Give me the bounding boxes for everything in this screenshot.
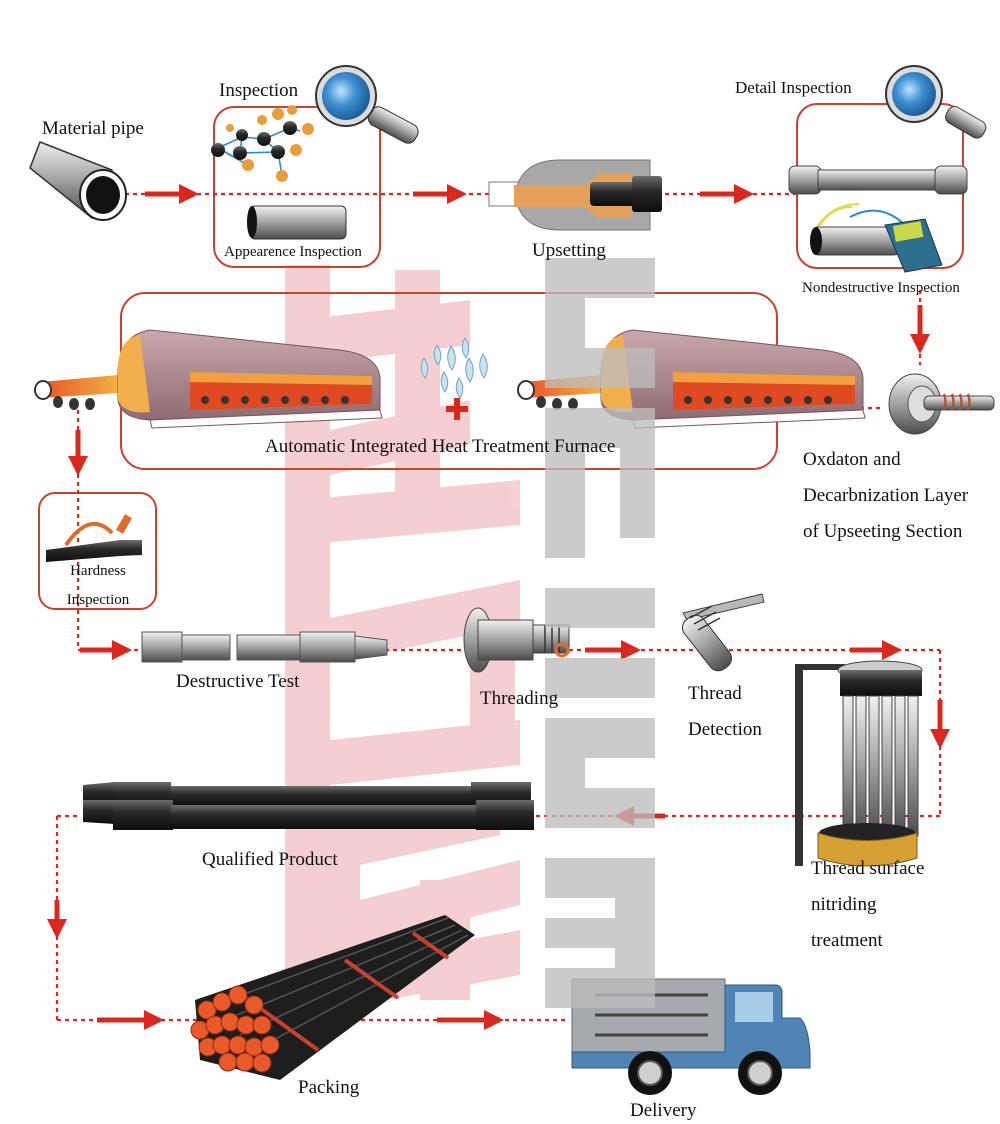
upset-section-roll-icon — [888, 373, 995, 435]
label-nitriding-line-1: Thread surface — [811, 858, 925, 879]
upset-pipe-icon — [788, 165, 968, 195]
hardness-box — [38, 492, 157, 610]
label-delivery: Delivery — [630, 1100, 697, 1121]
label-oxidation-line-1: Oxdaton and — [803, 449, 901, 470]
flow-connectors — [55, 192, 942, 1022]
furnace-left-icon — [34, 329, 383, 429]
label-appearance-inspection: Appearence Inspection — [224, 244, 362, 260]
label-hardness-line-2: Inspection — [66, 592, 130, 608]
label-nitriding: Thread surface nitriding treatment — [811, 851, 991, 959]
label-oxidation-line-3: of Upseeting Section — [803, 521, 963, 542]
label-thread-detection-line-2: Detection — [688, 719, 762, 740]
label-nitriding-line-3: treatment — [811, 930, 883, 951]
threading-lathe-icon — [463, 607, 570, 673]
label-packing: Packing — [298, 1077, 360, 1098]
thread-gauge-icon — [681, 593, 765, 672]
flow-arrows — [47, 184, 950, 1030]
magnifier-icon-2 — [885, 65, 987, 139]
label-detail-inspection: Detail Inspection — [735, 78, 852, 97]
label-hardness: Hardness Inspection — [40, 557, 156, 615]
watermark-weida — [545, 258, 655, 1008]
label-threading: Threading — [480, 688, 559, 709]
label-nitriding-line-2: nitriding — [811, 894, 877, 915]
pipe-bundle-icon — [190, 915, 475, 1080]
label-thread-detection: Thread Detection — [688, 676, 808, 748]
destructive-test-pipe-icon — [141, 631, 388, 663]
label-furnace: Automatic Integrated Heat Treatment Furn… — [265, 436, 616, 457]
label-oxidation: Oxdaton and Decarbnization Layer of Upse… — [803, 442, 1000, 550]
label-nondestructive-inspection: Nondestructive Inspection — [802, 280, 960, 296]
label-hardness-line-1: Hardness — [70, 563, 126, 579]
nitriding-furnace-icon — [795, 660, 923, 867]
label-oxidation-line-2: Decarbnization Layer — [803, 485, 969, 506]
label-upsetting: Upsetting — [532, 240, 606, 261]
label-material-pipe: Material pipe — [42, 118, 144, 139]
molecule-structure-icon — [211, 105, 314, 182]
material-pipe-icon — [29, 141, 127, 221]
qualified-product-pipes-icon — [83, 782, 534, 830]
label-destructive-test: Destructive Test — [176, 671, 300, 692]
inspection-box — [213, 106, 381, 268]
magnifier-icon — [315, 65, 419, 144]
appearance-pipe-icon — [247, 205, 347, 240]
upsetting-die-icon — [488, 159, 662, 231]
hardness-tester-icon — [46, 514, 142, 562]
label-thread-detection-line-1: Thread — [688, 683, 742, 704]
label-inspection: Inspection — [219, 80, 299, 101]
ultrasonic-tester-icon — [810, 203, 943, 273]
water-drops-icon — [420, 337, 488, 399]
label-qualified-product: Qualified Product — [202, 849, 338, 870]
plus-icon — [446, 398, 468, 420]
